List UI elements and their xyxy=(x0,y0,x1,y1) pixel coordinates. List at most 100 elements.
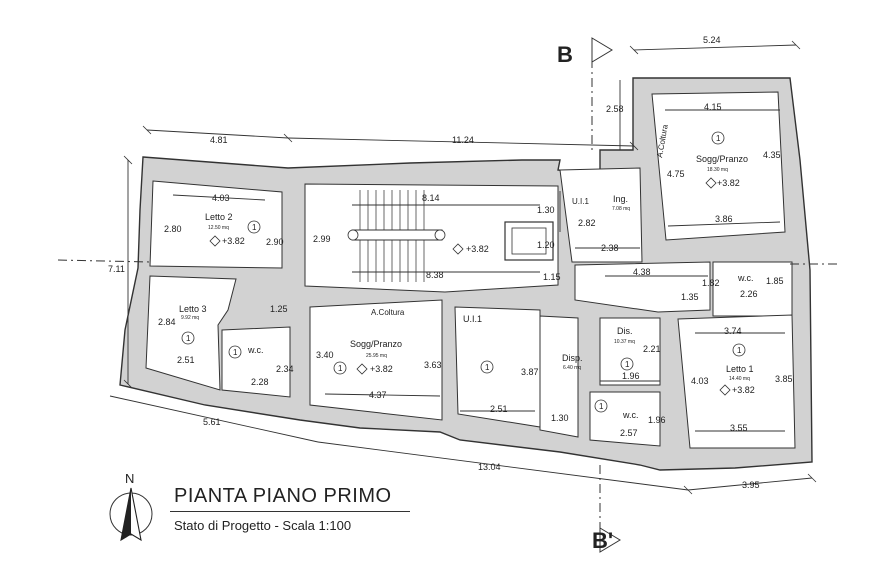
room-number-circles xyxy=(181,131,746,413)
room-letto3-name: Letto 3 xyxy=(179,304,207,314)
dim-sp-h-l: 3.40 xyxy=(316,350,334,360)
dim-wc-rt-s: 1.82 xyxy=(702,278,720,288)
dim-dis-w: 1.96 xyxy=(622,371,640,381)
room-sogg-right-name: Sogg/Pranzo xyxy=(696,154,748,164)
room-sogg-right-level: +3.82 xyxy=(717,178,740,188)
dim-left-vert: 7.11 xyxy=(108,264,125,274)
room-letto3-num: 1 xyxy=(186,334,191,343)
room-dis xyxy=(599,317,661,386)
dim-top-mid: 11.24 xyxy=(452,135,474,145)
dim-wc-rt-w: 2.26 xyxy=(740,289,758,299)
room-disp-area: 6.40 mq xyxy=(563,365,581,371)
room-wc-left-num: 1 xyxy=(233,348,238,357)
room-sogg-center-area: 25.95 mq xyxy=(366,353,387,359)
dim-l3-h: 2.84 xyxy=(158,317,176,327)
dim-wc-rb-h: 1.96 xyxy=(648,415,666,425)
room-letto2-level: +3.82 xyxy=(222,236,245,246)
dim-wc-rt-b: 1.35 xyxy=(681,292,699,302)
dim-lift-h: 1.20 xyxy=(537,240,555,250)
room-letto2-num: 1 xyxy=(252,223,257,232)
room-wc-left-name: w.c. xyxy=(247,345,264,355)
label-a-coltura-center: A.Coltura xyxy=(371,308,405,317)
label-u11-center: U.I.1 xyxy=(463,314,482,324)
dim-lift-off: 1.15 xyxy=(543,272,561,282)
room-letto1 xyxy=(677,314,796,449)
dim-dis-h: 2.21 xyxy=(643,344,661,354)
dim-gap-125: 1.25 xyxy=(270,304,288,314)
dim-disp-w: 1.30 xyxy=(551,413,569,423)
dim-lift-w: 1.30 xyxy=(537,205,555,215)
room-ing xyxy=(559,167,643,263)
dim-sp-w: 4.37 xyxy=(369,390,387,400)
dim-ing-h: 2.82 xyxy=(578,218,596,228)
dim-l1-w-bot: 3.55 xyxy=(730,423,748,433)
dim-wc-l-h: 2.34 xyxy=(276,364,294,374)
room-dis-num: 1 xyxy=(625,360,630,369)
room-sogg-center-level: +3.82 xyxy=(370,364,393,374)
room-letto3-area: 9.92 mq xyxy=(181,315,199,321)
dim-l2-h-r: 2.90 xyxy=(266,237,284,247)
dim-sr-w-top: 4.15 xyxy=(704,102,722,112)
dim-bottom-right: 3.95 xyxy=(742,480,760,490)
section-label-top: B xyxy=(557,42,573,67)
dim-wc-rb-w: 2.57 xyxy=(620,428,638,438)
room-corridor-right xyxy=(574,261,711,313)
room-sogg-right xyxy=(651,91,786,241)
dim-sr-h-r: 4.35 xyxy=(763,150,781,160)
dim-stair-w2: 8.38 xyxy=(426,270,444,280)
dim-l2-w: 4.03 xyxy=(212,193,230,203)
dim-top-right: 5.24 xyxy=(703,35,721,45)
room-letto1-level: +3.82 xyxy=(732,385,755,395)
dim-wc-l-w: 2.28 xyxy=(251,377,269,387)
room-letto2-name: Letto 2 xyxy=(205,212,233,222)
room-corridor-num: 1 xyxy=(485,363,490,372)
room-disp-name: Disp. xyxy=(562,353,583,363)
north-arrow-icon xyxy=(109,487,153,542)
room-dis-name: Dis. xyxy=(617,326,633,336)
label-u11-ing: U.I.1 xyxy=(572,197,589,206)
room-sogg-center xyxy=(309,299,443,421)
dim-l2-h-l: 2.80 xyxy=(164,224,182,234)
room-wc-right-bottom xyxy=(589,391,661,447)
section-label-bottom: B' xyxy=(592,528,613,553)
dim-cor-w: 2.51 xyxy=(490,404,508,414)
room-wc-right-bottom-num: 1 xyxy=(599,402,604,411)
dim-ing-w: 2.38 xyxy=(601,243,619,253)
room-letto2-area: 12.50 mq xyxy=(208,225,229,231)
room-disp xyxy=(539,315,579,438)
dim-sr-h-l: 4.75 xyxy=(667,169,685,179)
dim-cor-r-w: 4.38 xyxy=(633,267,651,277)
room-ing-area: 7.08 mq xyxy=(612,206,630,212)
dim-l3-w: 2.51 xyxy=(177,355,195,365)
room-wc-right-top-name: w.c. xyxy=(737,273,754,283)
room-letto1-num: 1 xyxy=(737,346,742,355)
dim-sr-w-bot: 3.86 xyxy=(715,214,733,224)
dim-stair-w1: 8.14 xyxy=(422,193,440,203)
dimension-ticks xyxy=(123,40,817,495)
dim-wc-rt-h: 1.85 xyxy=(766,276,784,286)
dim-sp-h-r: 3.63 xyxy=(424,360,442,370)
level-markers xyxy=(209,177,731,396)
room-letto2 xyxy=(149,180,283,269)
room-sogg-right-num: 1 xyxy=(716,134,721,143)
dim-l1-h-l: 4.03 xyxy=(691,376,709,386)
dim-l1-w-top: 3.74 xyxy=(724,326,742,336)
dim-cor-h: 3.87 xyxy=(521,367,539,377)
dim-bottom-mid: 13.04 xyxy=(478,462,501,472)
title-divider xyxy=(170,511,410,512)
room-wc-right-bottom-name: w.c. xyxy=(622,410,639,420)
room-wc-left xyxy=(221,326,291,398)
dim-right-small: 2.58 xyxy=(606,104,624,114)
room-sogg-center-num: 1 xyxy=(338,364,343,373)
room-sogg-right-area: 18.30 mq xyxy=(707,167,728,173)
lift-box xyxy=(504,221,554,261)
dim-bottom-left: 5.61 xyxy=(203,417,221,427)
room-letto1-area: 14.40 mq xyxy=(729,376,750,382)
drawing-title: PIANTA PIANO PRIMO xyxy=(174,485,392,507)
stair-treads xyxy=(347,190,446,282)
room-sogg-center-name: Sogg/Pranzo xyxy=(350,339,402,349)
room-ing-name: Ing. xyxy=(613,194,628,204)
dim-stair-h: 2.99 xyxy=(313,234,331,244)
room-letto1-name: Letto 1 xyxy=(726,364,754,374)
